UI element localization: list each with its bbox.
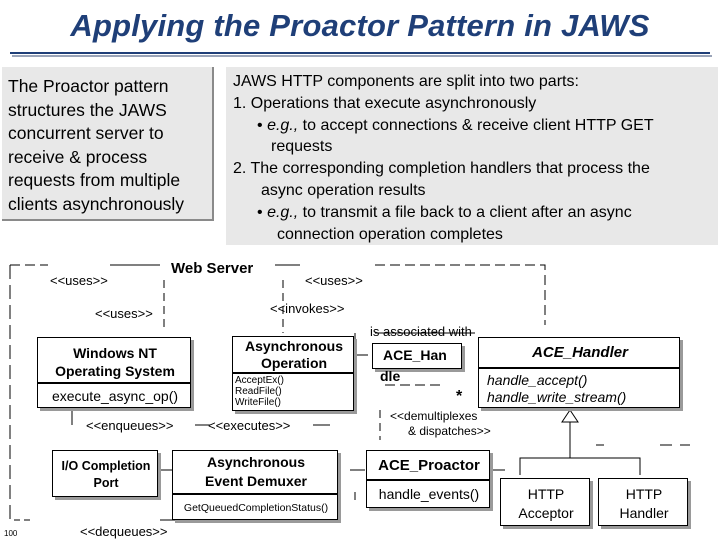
http-acceptor-line2: Acceptor: [518, 505, 574, 521]
ace-proactor-title: ACE_Proactor: [378, 457, 480, 474]
demultiplexes-label-2: & dispatches>>: [408, 424, 491, 438]
demultiplexes-label-1: <<demultiplexes: [390, 409, 478, 423]
components-item-1-sub-text: to accept connections & receive client H…: [302, 116, 654, 134]
http-handler-line2: Handler: [619, 505, 669, 521]
components-item-1-sub-cont: requests: [271, 138, 333, 156]
dequeues-label: <<dequeues>>: [80, 524, 168, 539]
components-item-2: 2. The corresponding completion handlers…: [233, 160, 650, 178]
http-handler-line1: HTTP: [625, 486, 663, 502]
ace-proactor-methods: handle_events(): [366, 480, 490, 508]
ace-handler-methods: handle_accept() handle_write_stream(): [478, 368, 680, 408]
execute-async-op: execute_async_op(): [51, 388, 179, 404]
eg-label: e.g.,: [267, 203, 299, 221]
inherit-acceptor-line: [519, 422, 571, 475]
executes-label: <<executes>>: [208, 418, 291, 433]
windows-nt-line1: Windows NT: [73, 345, 157, 361]
invokes-label: <<invokes>>: [270, 301, 345, 316]
ace-handle-line1: ACE_Han: [383, 347, 447, 363]
handle-write-stream-method: handle_write_stream(): [487, 389, 627, 405]
ace-handler-title: ACE_Handler: [532, 344, 628, 361]
io-port-line2: Port: [93, 476, 119, 490]
handle-accept-method: handle_accept(): [487, 372, 588, 388]
http-acceptor-box: HTTP Acceptor: [500, 478, 590, 526]
ace-proactor-box: ACE_Proactor: [366, 450, 490, 480]
ace-handler-box: ACE_Handler: [478, 337, 680, 368]
web-server-label: Web Server: [171, 260, 254, 277]
demuxer-line1: Asynchronous: [206, 454, 305, 470]
handle-events-method: handle_events(): [378, 486, 480, 502]
acceptex-method: AcceptEx(): [235, 375, 284, 386]
page-number: 100: [4, 529, 18, 538]
components-item-2-sub: • e.g., to transmit a file back to a cli…: [233, 202, 718, 224]
components-item-2-sub-text: to transmit a file back to a client afte…: [302, 203, 632, 221]
windows-nt-line2: Operating System: [55, 363, 175, 379]
title-rule: [10, 52, 710, 54]
async-operation-box: Asynchronous Operation: [232, 336, 354, 373]
multiplicity-star: *: [456, 388, 463, 405]
components-panel: JAWS HTTP components are split into two …: [226, 67, 718, 245]
components-item-2-cont: async operation results: [261, 181, 426, 199]
components-item-2-sub-cont: connection operation completes: [277, 225, 503, 243]
summary-panel: The Proactor pattern structures the JAWS…: [2, 67, 214, 221]
ace-handle-box: ACE_Han: [372, 343, 462, 369]
async-op-line1: Asynchronous: [244, 338, 343, 354]
event-demuxer-box: Asynchronous Event Demuxer: [172, 450, 338, 494]
get-queued-method: GetQueuedCompletionStatus(): [183, 502, 329, 514]
io-completion-port-box: I/O Completion Port: [52, 450, 158, 497]
uses-label-right: <<uses>>: [305, 273, 363, 288]
event-demuxer-methods: GetQueuedCompletionStatus(): [172, 494, 338, 520]
async-op-line2: Operation: [260, 355, 328, 371]
eg-label: e.g.,: [267, 116, 299, 134]
http-acceptor-line1: HTTP: [527, 486, 565, 502]
ace-handle-line2: dle: [380, 368, 401, 384]
uses-label-left: <<uses>>: [50, 273, 108, 288]
inheritance-arrow: [561, 409, 579, 423]
windows-nt-box: Windows NT Operating System: [37, 337, 191, 383]
title-rule-shadow: [12, 55, 712, 57]
enqueues-label: <<enqueues>>: [86, 418, 174, 433]
components-item-1: 1. Operations that execute asynchronousl…: [233, 94, 537, 112]
components-item-1-sub: • e.g., to accept connections & receive …: [233, 115, 718, 137]
assoc-line: [354, 333, 368, 356]
bullet-icon: •: [257, 203, 263, 221]
components-intro: JAWS HTTP components are split into two …: [233, 73, 579, 90]
uses-line-right: [375, 264, 546, 325]
windows-nt-methods: execute_async_op(): [37, 383, 191, 408]
async-operation-methods: AcceptEx() ReadFile() WriteFile(): [232, 373, 354, 411]
http-handler-box: HTTP Handler: [598, 478, 688, 526]
summary-text: The Proactor pattern structures the JAWS…: [8, 76, 185, 214]
demuxer-line2: Event Demuxer: [205, 473, 307, 489]
readfile-method: ReadFile(): [235, 386, 282, 397]
bullet-icon: •: [257, 116, 263, 134]
io-port-line1: I/O Completion: [61, 459, 151, 473]
writefile-method: WriteFile(): [235, 397, 281, 408]
inherit-handler-line: [570, 457, 641, 475]
uses-label-mid: <<uses>>: [95, 306, 153, 321]
associated-label: is associated with: [370, 324, 472, 339]
slide-title: Applying the Proactor Pattern in JAWS: [70, 8, 650, 43]
